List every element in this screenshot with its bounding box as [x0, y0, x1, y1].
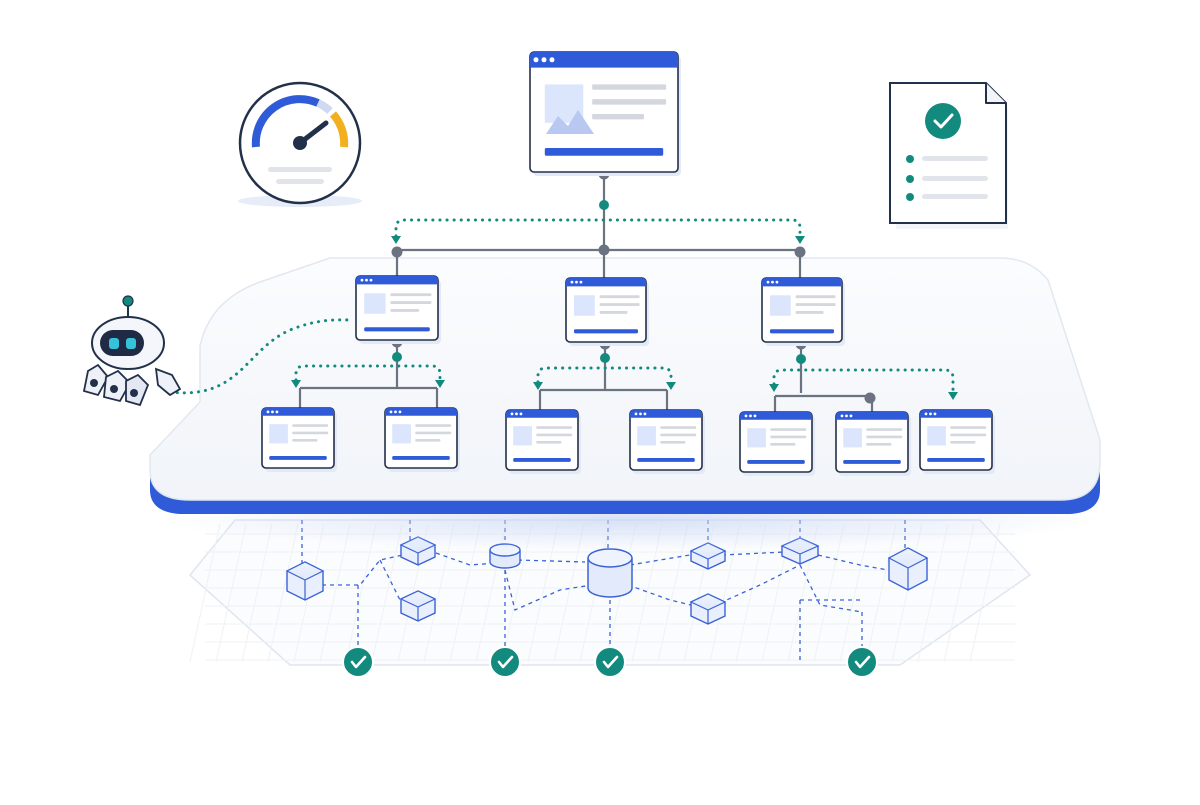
webpage-icon	[835, 411, 911, 476]
robot-crawler-icon	[82, 295, 182, 407]
sitemap-connectors	[168, 168, 958, 412]
check-circle-icon	[925, 103, 961, 139]
cube-icon	[285, 561, 325, 601]
check-circle-icon	[489, 646, 521, 678]
webpage-icon	[261, 407, 337, 472]
webpage-icon	[355, 275, 441, 344]
webpage-icon	[505, 409, 581, 474]
cube-icon	[399, 590, 437, 622]
webpage-icon	[629, 409, 705, 474]
webpage-icon	[529, 51, 681, 176]
check-circle-icon	[594, 646, 626, 678]
webpage-icon	[739, 411, 815, 476]
sitemap-pages	[261, 51, 995, 476]
webpage-icon	[384, 407, 460, 472]
database-icon	[587, 548, 633, 598]
speedometer-icon	[238, 81, 362, 207]
cube-icon	[689, 593, 727, 625]
webpage-icon	[565, 277, 649, 346]
check-circle-icon	[846, 646, 878, 678]
webpage-icon	[761, 277, 845, 346]
checklist-document-icon	[889, 82, 1008, 229]
webpage-icon	[919, 409, 995, 474]
check-circle-icon	[342, 646, 374, 678]
cube-icon	[887, 547, 929, 591]
